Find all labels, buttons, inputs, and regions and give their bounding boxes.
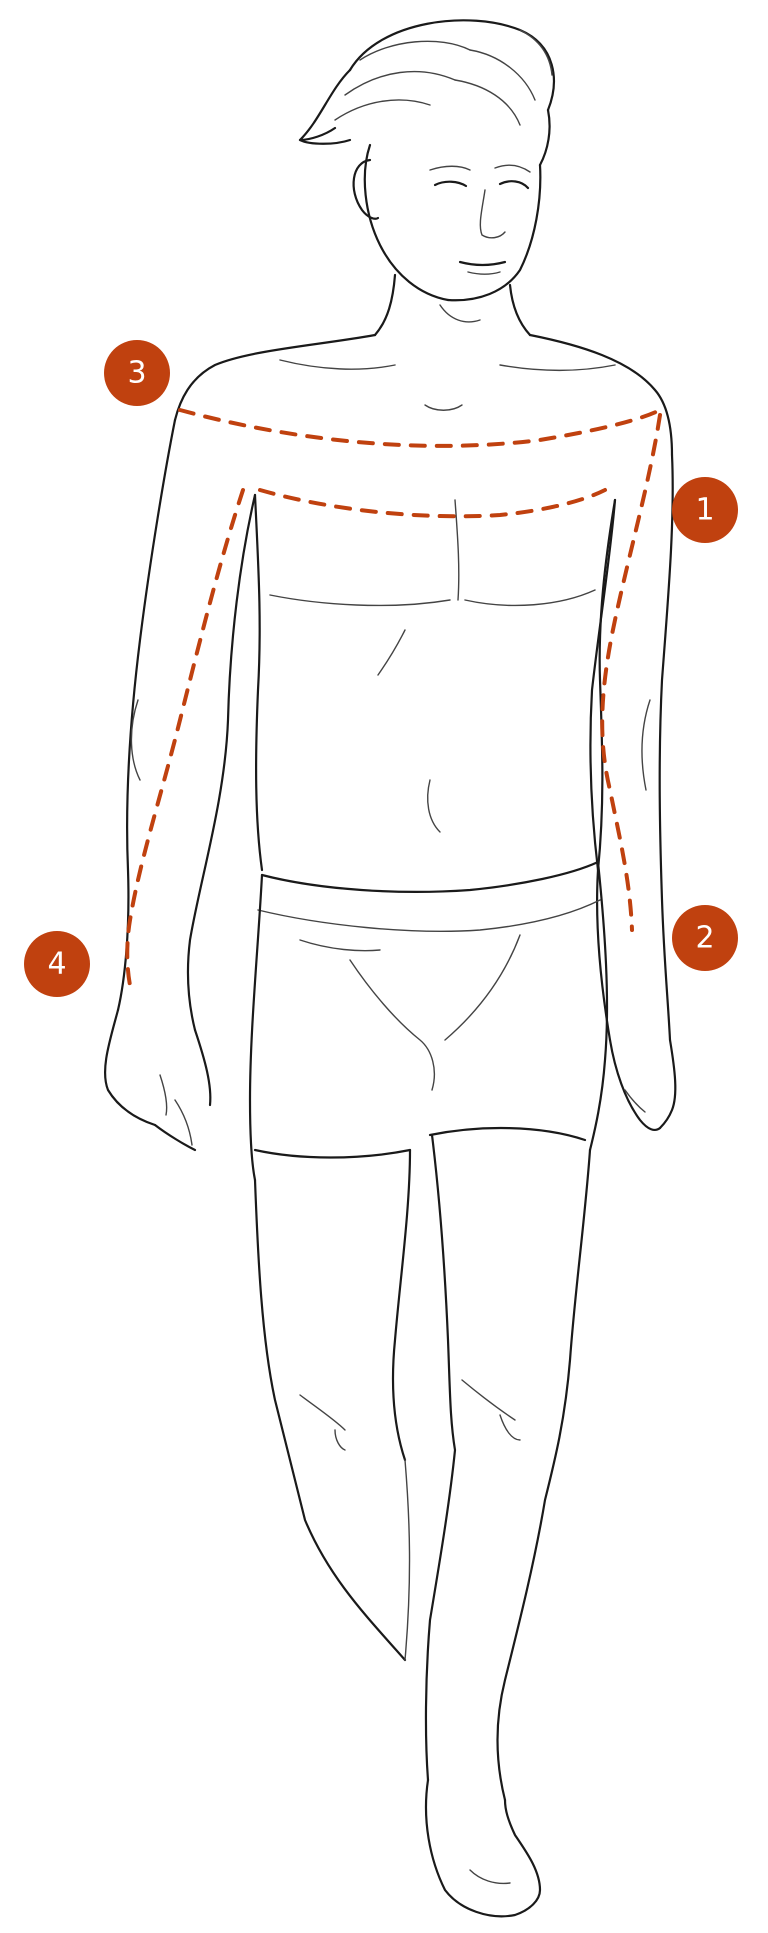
marker-4: 4 [24, 931, 90, 997]
hair [300, 20, 554, 165]
marker-1-label: 1 [695, 493, 714, 528]
legs [255, 1135, 590, 1916]
marker-4-label: 4 [47, 947, 66, 982]
marker-3: 3 [104, 340, 170, 406]
shorts [250, 862, 607, 1180]
torso [175, 335, 672, 870]
shoulder-measure-line [180, 410, 660, 446]
right-arm-measure-line [602, 415, 660, 930]
marker-1: 1 [672, 477, 738, 543]
left-arm-measure-line [127, 490, 243, 985]
marker-3-label: 3 [127, 356, 146, 391]
head [354, 145, 541, 300]
body-sketch [105, 20, 675, 1916]
chest-measure-line [260, 490, 605, 516]
arms [105, 420, 675, 1150]
marker-2-label: 2 [695, 921, 714, 956]
marker-2: 2 [672, 905, 738, 971]
measurement-lines [127, 410, 660, 985]
